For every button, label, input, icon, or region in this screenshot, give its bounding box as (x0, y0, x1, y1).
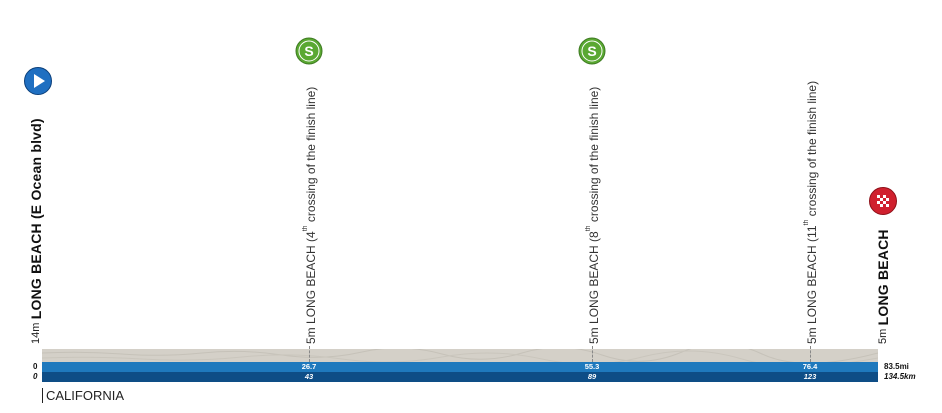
start-arrow-icon (24, 67, 52, 95)
sprint-1-mi: 26.7 (301, 362, 317, 371)
sprint-1-name: LONG BEACH (304, 245, 318, 324)
sprint-1-label: 5m LONG BEACH (4th crossing of the finis… (302, 68, 318, 344)
sprint-1-letter: S (304, 43, 313, 59)
point-crossing-prefix: (11 (805, 225, 819, 242)
sprint-1-crossing-sup: th (302, 225, 309, 232)
sprint-2-crossing-suffix: crossing of the finish line) (587, 86, 601, 226)
point-km: 123 (803, 372, 817, 381)
total-km: 134.5km (884, 372, 916, 381)
point-mi: 76.4 (802, 362, 818, 371)
sprint-2-label: 5m LONG BEACH (8th crossing of the finis… (585, 68, 601, 344)
finish-label: 5m LONG BEACH (875, 220, 891, 344)
sprint-1-crossing-suffix: crossing of the finish line) (304, 86, 318, 226)
sprint-1-altitude: 5m (304, 327, 318, 344)
finish-altitude: 5m (877, 328, 889, 344)
start-altitude: 14m (30, 322, 42, 344)
region-label: CALIFORNIA (42, 388, 124, 403)
sprint-2-crossing-sup: th (585, 225, 592, 232)
sprint-icon: S (295, 37, 323, 65)
sprint-1-km: 43 (304, 372, 314, 381)
sprint-icon: S (578, 37, 606, 65)
total-mi: 83.5mi (884, 362, 909, 371)
sprint-2-altitude: 5m (587, 327, 601, 344)
sprint-2-mi: 55.3 (584, 362, 600, 371)
point-altitude: 5m (805, 327, 819, 344)
point-name: LONG BEACH (805, 245, 819, 324)
point-crossing-suffix: crossing of the finish line) (805, 80, 819, 220)
sprint-1-marker-line (309, 346, 310, 362)
sprint-1-crossing-prefix: (4 (304, 231, 318, 242)
finish-name: LONG BEACH (875, 229, 891, 326)
start-label: 14m LONG BEACH (E Ocean blvd) (28, 98, 44, 344)
start-mi: 0 (33, 362, 38, 371)
point-marker-line (810, 346, 811, 362)
distance-band-kilometers (42, 372, 878, 382)
terrain-texture (42, 349, 878, 362)
sprint-2-marker-line (592, 346, 593, 362)
start-name: LONG BEACH (E Ocean blvd) (28, 118, 44, 320)
point-crossing-sup: th (803, 219, 810, 226)
elevation-terrain (42, 349, 878, 362)
sprint-2-name: LONG BEACH (587, 245, 601, 324)
checkered-flag-icon (869, 187, 897, 215)
start-km: 0 (33, 372, 38, 381)
sprint-2-km: 89 (587, 372, 597, 381)
sprint-2-letter: S (587, 43, 596, 59)
sprint-2-crossing-prefix: (8 (587, 231, 601, 242)
distance-band-miles (42, 362, 878, 372)
point-label: 5m LONG BEACH (11th crossing of the fini… (803, 64, 819, 344)
